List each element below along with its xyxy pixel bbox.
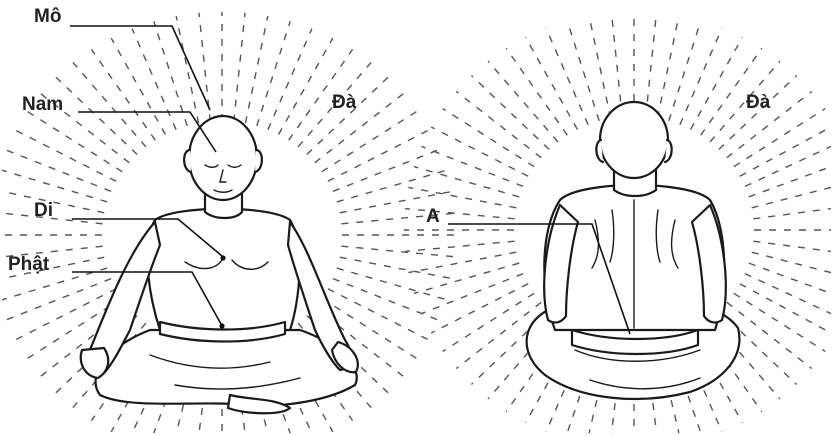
radiance-ray [5, 150, 111, 192]
back-figure [527, 102, 740, 399]
label-nam: Nam [22, 94, 63, 115]
leader-mo [70, 26, 210, 110]
radiance-ray [405, 241, 514, 251]
radiance-ray [753, 209, 831, 219]
radiance-ray [749, 167, 831, 197]
label-mo: Mô [34, 6, 61, 27]
radiance-ray [176, 16, 198, 123]
radiance-ray [567, 21, 599, 121]
radiance-ray [422, 274, 524, 314]
radiance-ray [753, 241, 831, 251]
radiance-ray [2, 191, 104, 212]
radiance-ray [408, 252, 516, 272]
radiance-ray [612, 13, 623, 117]
radiance-ray [234, 13, 245, 122]
radiance-ray [333, 150, 439, 192]
radiance-ray [154, 21, 187, 126]
radiance-ray [337, 170, 447, 202]
radiance-ray [414, 263, 519, 293]
radiance-ray [405, 209, 514, 219]
radiance-ray [91, 49, 155, 140]
radiance-ray [333, 279, 439, 321]
radiance-ray [657, 16, 679, 119]
radiance-ray [322, 111, 418, 172]
radiance-ray [408, 187, 516, 207]
radiance-ray [132, 29, 176, 130]
radiance-ray [669, 21, 701, 121]
label-a: A [426, 206, 440, 227]
radiance-ray [471, 76, 549, 150]
label-di: Di [34, 200, 53, 221]
label-da-front: Đà [332, 92, 357, 113]
front-figure [81, 116, 358, 413]
radiance-ray [257, 21, 290, 126]
radiance-ray [752, 187, 831, 207]
radiance-ray [646, 13, 657, 117]
radiance-ray [5, 279, 111, 321]
radiance-ray [268, 29, 312, 130]
radiance-ray [2, 170, 107, 202]
radiance-ray [749, 263, 831, 293]
radiance-ray [340, 257, 453, 278]
label-phat: Phật [8, 254, 50, 275]
radiance-ray [414, 167, 519, 197]
radiance-ray [589, 16, 611, 119]
radiance-ray [337, 268, 447, 300]
radiance-ray [27, 111, 123, 172]
radiance-ray [752, 252, 831, 272]
label-da-back: Đà [746, 92, 771, 113]
radiance-ray [245, 16, 267, 123]
radiance-ray [422, 146, 524, 186]
